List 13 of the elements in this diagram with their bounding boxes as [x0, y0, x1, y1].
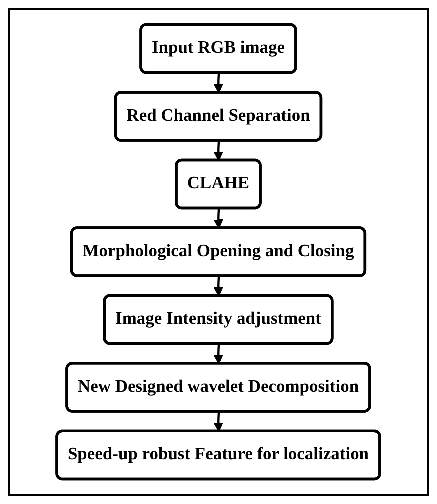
process-box: Speed-up robust Feature for localization [56, 430, 382, 481]
process-box: CLAHE [175, 158, 262, 210]
arrow [214, 276, 224, 297]
arrow [214, 208, 224, 229]
process-box: New Designed wavelet Decomposition [66, 362, 372, 413]
arrow [214, 412, 224, 432]
process-box: Image Intensity adjustment [103, 294, 334, 346]
process-box: Morphological Opening and Closing [70, 226, 367, 278]
arrow [214, 73, 224, 94]
process-box: Red Channel Separation [114, 91, 323, 142]
arrow [214, 344, 224, 364]
process-box: Input RGB image [140, 23, 298, 74]
arrow [214, 141, 224, 162]
